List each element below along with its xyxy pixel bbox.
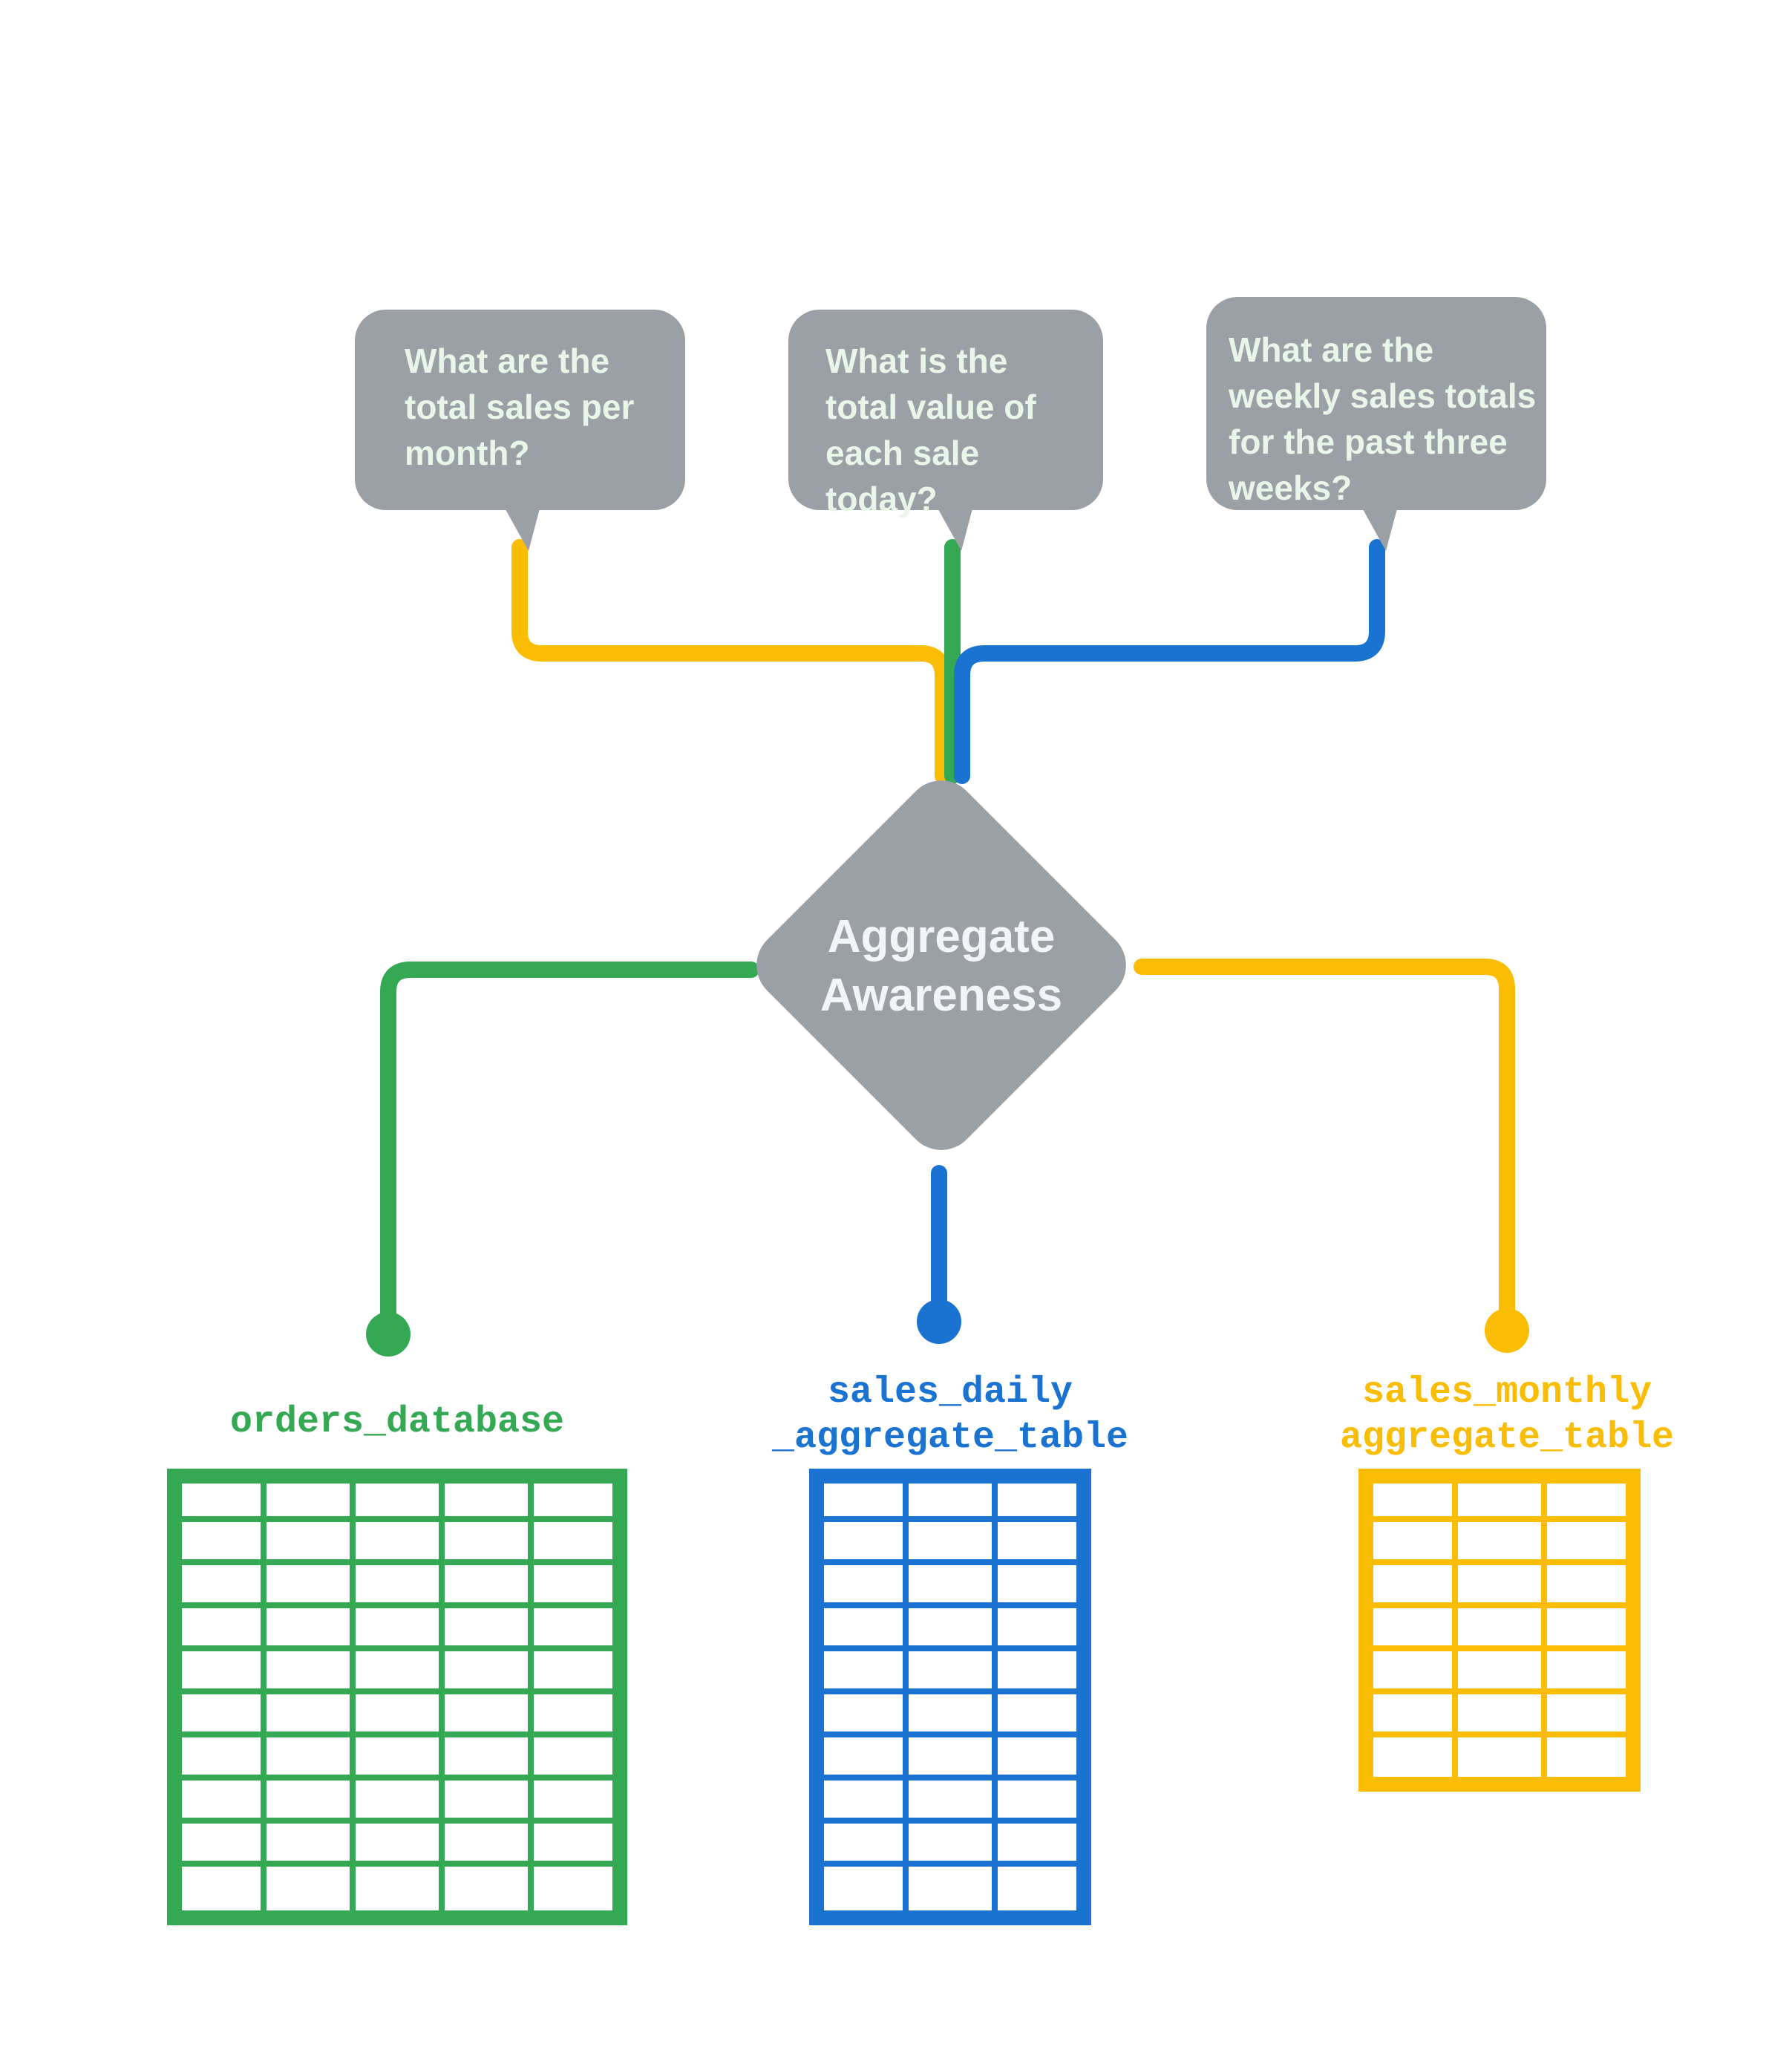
bubble-monthly [355, 310, 685, 551]
connector-monthly [511, 539, 951, 784]
table-grid-orders-database [167, 1469, 627, 1925]
question-bubbles [355, 297, 1546, 551]
table-caption-orders-database: orders_database [229, 1401, 565, 1443]
table-grid-sales-daily [809, 1469, 1091, 1925]
endpoint-dot-orders [366, 1312, 411, 1357]
connector-group-top [511, 539, 1385, 784]
connector-node-sales-monthly [1134, 959, 1515, 1324]
aggregate-awareness-node[interactable] [742, 766, 1140, 1164]
node-label-aggregate-awareness: Aggregate Awareness [820, 911, 1063, 1022]
table-caption-sales-monthly: sales_monthly aggregate_table [1339, 1371, 1675, 1459]
bubble-daily [788, 310, 1103, 551]
endpoint-dot-sales-monthly [1485, 1308, 1529, 1353]
bubble-weekly [1206, 297, 1546, 551]
table-caption-sales-daily: sales_daily _aggregate_table [771, 1371, 1129, 1459]
connector-node-orders [380, 962, 759, 1328]
connector-weekly [954, 539, 1385, 784]
endpoint-dot-sales-daily [917, 1299, 961, 1344]
connector-group-bottom [366, 959, 1529, 1357]
table-grid-sales-monthly [1358, 1469, 1641, 1792]
